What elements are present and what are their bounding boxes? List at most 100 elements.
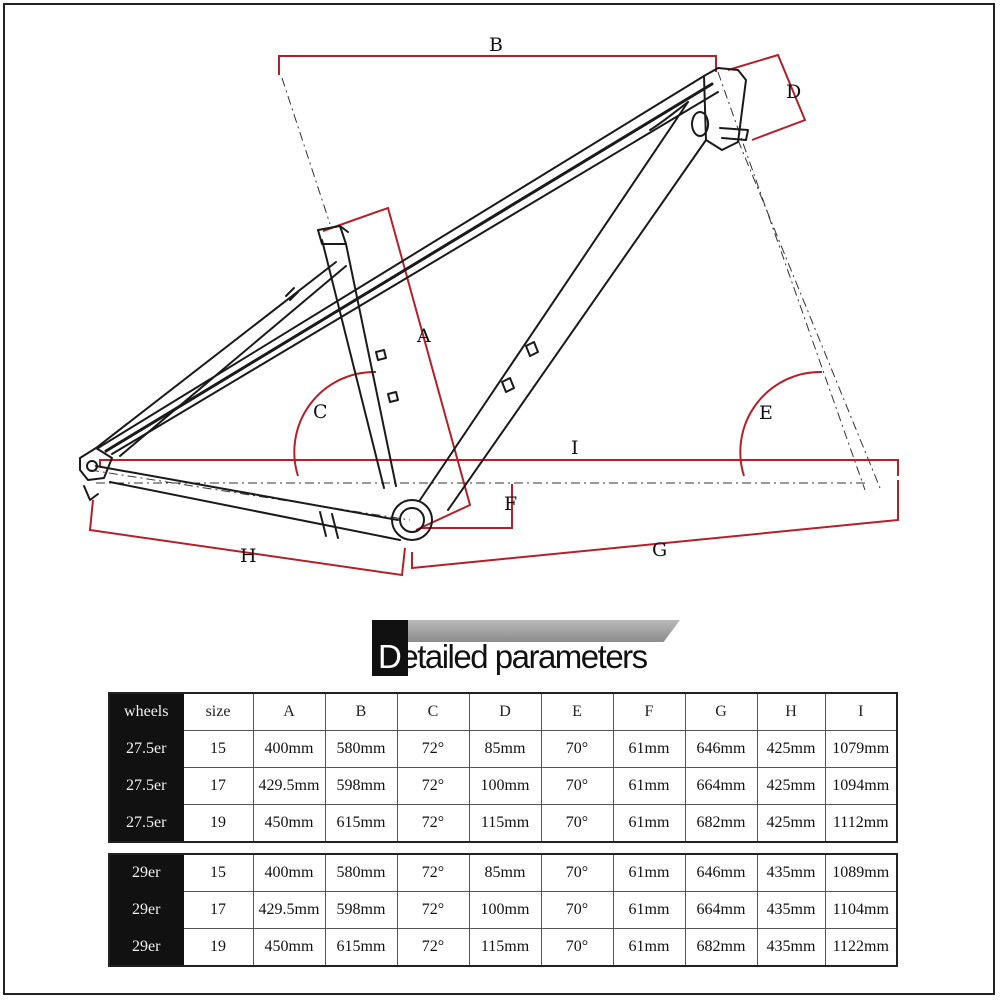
- table-header-cell: wheels: [108, 692, 184, 731]
- table-cell-e: 70°: [540, 891, 614, 929]
- table-cell-size: 17: [182, 891, 254, 929]
- table-cell-d: 100mm: [468, 767, 542, 805]
- table-cell-g: 682mm: [684, 928, 758, 967]
- table-cell-a: 450mm: [252, 804, 326, 843]
- table-cell-a: 400mm: [252, 853, 326, 892]
- dim-label-c: C: [313, 401, 328, 423]
- table-cell-b: 598mm: [324, 891, 398, 929]
- table-cell-f: 61mm: [612, 804, 686, 843]
- table-cell-f: 61mm: [612, 730, 686, 768]
- dim-label-e: E: [759, 402, 773, 424]
- table-cell-d: 85mm: [468, 853, 542, 892]
- construction-lines: [89, 71, 881, 521]
- table-cell-c: 72°: [396, 891, 470, 929]
- table-cell-wheels: 29er: [108, 853, 184, 892]
- table-cell-size: 15: [182, 853, 254, 892]
- table-cell-i: 1079mm: [824, 730, 898, 768]
- table-cell-g: 646mm: [684, 730, 758, 768]
- table-cell-size: 19: [182, 804, 254, 843]
- dim-label-i: I: [571, 437, 579, 459]
- table-cell-c: 72°: [396, 928, 470, 967]
- table-cell-h: 435mm: [756, 928, 826, 967]
- table-cell-b: 598mm: [324, 767, 398, 805]
- table-header-cell: D: [468, 692, 542, 731]
- table-cell-d: 100mm: [468, 891, 542, 929]
- table-cell-e: 70°: [540, 767, 614, 805]
- table-cell-i: 1089mm: [824, 853, 898, 892]
- table-cell-e: 70°: [540, 928, 614, 967]
- table-cell-wheels: 27.5er: [108, 767, 184, 805]
- table-cell-g: 646mm: [684, 853, 758, 892]
- table-cell-wheels: 27.5er: [108, 804, 184, 843]
- dim-label-a: A: [416, 325, 431, 347]
- table-cell-b: 615mm: [324, 928, 398, 967]
- table-cell-wheels: 29er: [108, 891, 184, 929]
- table-cell-h: 425mm: [756, 730, 826, 768]
- dimension-lines: [88, 53, 899, 577]
- table-cell-h: 435mm: [756, 853, 826, 892]
- table-cell-a: 400mm: [252, 730, 326, 768]
- table-header-cell: size: [182, 692, 254, 731]
- table-header-cell: A: [252, 692, 326, 731]
- table-cell-h: 425mm: [756, 804, 826, 843]
- table-cell-g: 682mm: [684, 804, 758, 843]
- table-cell-f: 61mm: [612, 891, 686, 929]
- table-cell-f: 61mm: [612, 767, 686, 805]
- dim-label-b: B: [489, 34, 503, 56]
- table-cell-f: 61mm: [612, 853, 686, 892]
- table-cell-b: 615mm: [324, 804, 398, 843]
- table-cell-a: 429.5mm: [252, 891, 326, 929]
- table-cell-size: 17: [182, 767, 254, 805]
- title-accent-block: [372, 620, 408, 676]
- table-header-cell: H: [756, 692, 826, 731]
- table-cell-b: 580mm: [324, 853, 398, 892]
- table-cell-f: 61mm: [612, 928, 686, 967]
- table-cell-d: 85mm: [468, 730, 542, 768]
- table-header-cell: G: [684, 692, 758, 731]
- table-cell-wheels: 27.5er: [108, 730, 184, 768]
- title-text: Detailed parameters: [378, 638, 648, 675]
- table-header-cell: E: [540, 692, 614, 731]
- table-cell-size: 19: [182, 928, 254, 967]
- table-cell-g: 664mm: [684, 767, 758, 805]
- table-cell-c: 72°: [396, 853, 470, 892]
- table-cell-h: 435mm: [756, 891, 826, 929]
- table-cell-e: 70°: [540, 804, 614, 843]
- bike-frame: [79, 67, 749, 541]
- dim-label-d: D: [786, 81, 801, 103]
- table-cell-e: 70°: [540, 730, 614, 768]
- table-header-cell: I: [824, 692, 898, 731]
- table-cell-i: 1122mm: [824, 928, 898, 967]
- table-cell-c: 72°: [396, 730, 470, 768]
- table-cell-g: 664mm: [684, 891, 758, 929]
- table-cell-d: 115mm: [468, 928, 542, 967]
- table-cell-c: 72°: [396, 767, 470, 805]
- title-accent-bar: [408, 620, 680, 642]
- table-header-cell: B: [324, 692, 398, 731]
- table-cell-wheels: 29er: [108, 928, 184, 967]
- section-title: Detailed parameters: [372, 618, 682, 680]
- table-cell-c: 72°: [396, 804, 470, 843]
- dim-label-g: G: [652, 539, 667, 561]
- dim-label-f: F: [504, 493, 517, 515]
- table-header-cell: C: [396, 692, 470, 731]
- table-cell-a: 450mm: [252, 928, 326, 967]
- table-cell-i: 1104mm: [824, 891, 898, 929]
- title-first-letter: D: [378, 638, 402, 675]
- table-cell-e: 70°: [540, 853, 614, 892]
- image-border: [3, 3, 995, 995]
- title-rest: etailed parameters: [400, 638, 648, 675]
- table-cell-a: 429.5mm: [252, 767, 326, 805]
- table-cell-h: 425mm: [756, 767, 826, 805]
- frame-geometry-diagram: B A C D E I F G H: [79, 34, 899, 577]
- table-header-cell: F: [612, 692, 686, 731]
